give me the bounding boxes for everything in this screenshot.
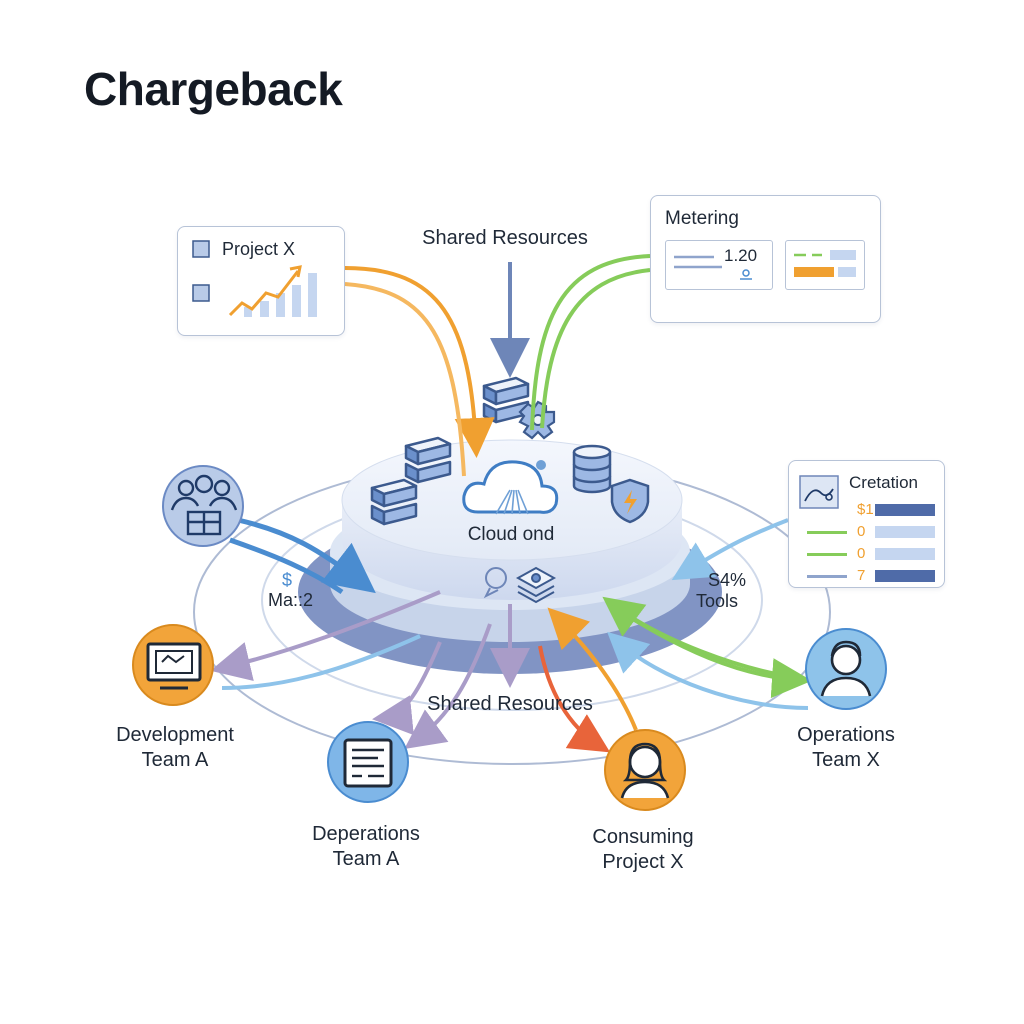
- metering-value: 1.20: [724, 246, 758, 265]
- document-icon: [327, 721, 409, 803]
- team-label-deperations-a: Deperations Team A: [312, 823, 420, 870]
- creation-row: $1: [805, 501, 935, 521]
- creation-row: 7: [805, 567, 935, 587]
- metering-bars-panel: [785, 240, 865, 290]
- metering-gauge-icon: [674, 255, 752, 280]
- monitor-icon: [132, 624, 214, 706]
- users-flow-arrows: [229, 517, 376, 595]
- team-label-development-a: Development Team A: [116, 724, 234, 771]
- creation-card-label: Cretation: [849, 473, 918, 492]
- team-label-operations-x: Operations Team X: [797, 724, 895, 771]
- layers-icon: [515, 566, 557, 604]
- creation-row-value: $1: [857, 501, 874, 518]
- person-male-icon: [805, 628, 887, 710]
- users-group-icon: [162, 465, 244, 547]
- creation-row-value: 0: [857, 545, 866, 562]
- cloud-icon: [462, 460, 559, 515]
- project-card-label: Project X: [222, 239, 296, 259]
- creation-row: 0: [805, 545, 935, 565]
- person-female-icon: [604, 729, 686, 811]
- creation-row-value: 0: [857, 523, 866, 540]
- shield-icon: [610, 478, 650, 524]
- project-card[interactable]: Project X: [177, 226, 345, 336]
- right-stat-text2: Tools: [696, 591, 739, 611]
- shared-resources-bottom-label: Shared Resources: [427, 693, 593, 715]
- left-stat-symbol: $: [282, 570, 293, 590]
- left-stat-text: Ma::2: [268, 590, 314, 610]
- server-stack-icon: [370, 376, 530, 526]
- project-chart-icon: [192, 240, 317, 317]
- creation-row: 0: [805, 523, 935, 543]
- team-label-consuming-x: Consuming Project X: [592, 826, 694, 873]
- creation-row-value: 7: [857, 567, 866, 584]
- creation-flow-arrows: [671, 518, 789, 581]
- shared-resources-top-label: Shared Resources: [422, 227, 588, 249]
- metering-card-label: Metering: [665, 208, 739, 229]
- project-flow-arrows: [344, 266, 495, 477]
- team-flow-arrows: [210, 590, 812, 753]
- metering-flow-arrows: [530, 254, 651, 431]
- creation-map-icon: [799, 475, 839, 509]
- metering-bars-icon: [794, 250, 856, 277]
- cloud-label: Cloud ond: [467, 524, 555, 545]
- database-icon: [572, 444, 612, 494]
- page-title: Chargeback: [84, 63, 343, 115]
- creation-card[interactable]: Cretation $1 0 0 7: [788, 460, 945, 588]
- metering-card[interactable]: Metering 1.20: [650, 195, 881, 323]
- right-stat-text: S4%: [708, 570, 747, 590]
- metering-value-panel: 1.20: [665, 240, 773, 290]
- gear-icon: [518, 400, 556, 440]
- chat-icon: [483, 567, 507, 599]
